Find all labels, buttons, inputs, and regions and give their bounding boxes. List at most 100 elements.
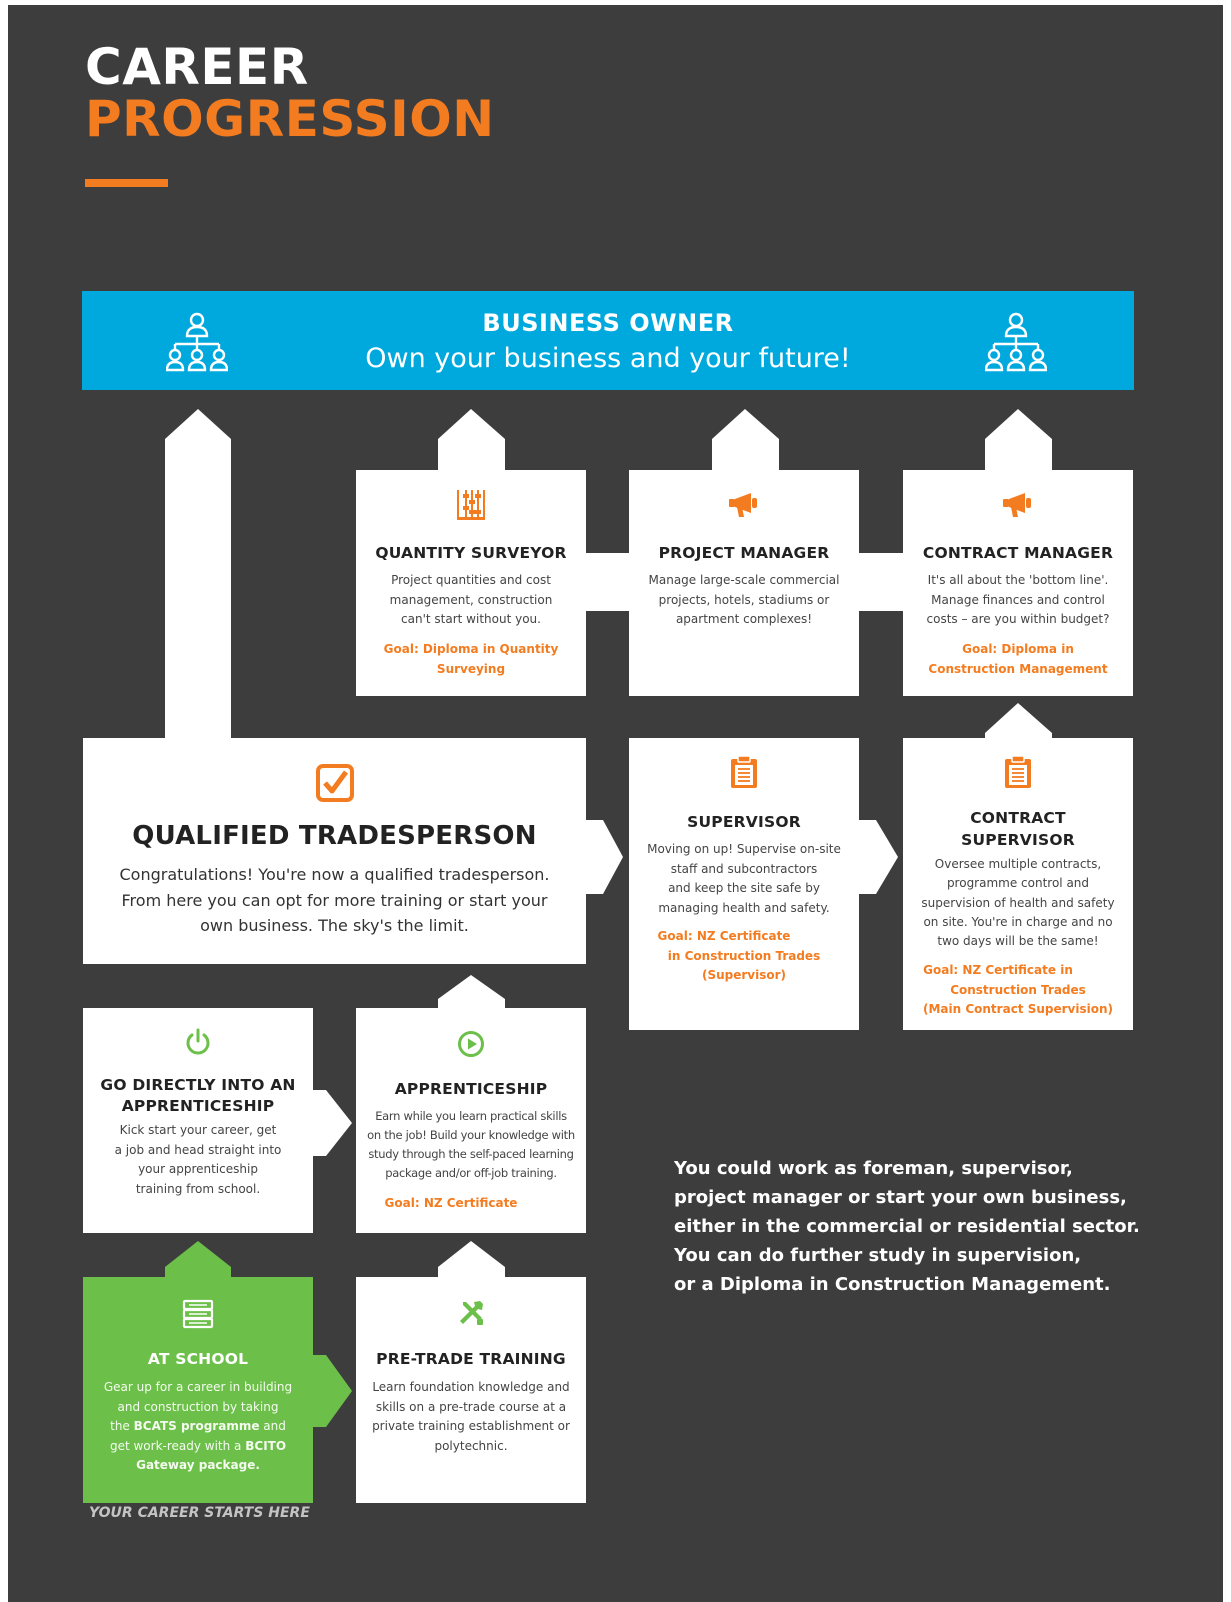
node-desc-line: a job and head straight into [114,1142,282,1157]
node-title: QUANTITY SURVEYOR [375,544,567,562]
business-owner-title: BUSINESS OWNER [482,309,734,337]
node-quantity-surveyor: QUANTITY SURVEYOR Project quantities and… [356,470,586,696]
node-desc-text: . [255,1458,260,1472]
node-title-line: GO DIRECTLY INTO AN [100,1076,296,1094]
node-supervisor: SUPERVISOR Moving on up! Supervise on-si… [629,738,859,1030]
node-desc-line: management, construction [389,592,553,607]
node-project-manager: PROJECT MANAGER Manage large-scale comme… [629,470,859,696]
node-desc-line: Earn while you learn practical skills [375,1109,567,1123]
business-owner-subtitle: Own your business and your future! [365,343,851,374]
page-title-line2: PROGRESSION [85,90,495,148]
power-icon [186,1028,210,1055]
connector-layer [165,409,1052,1427]
title-underline [85,179,168,187]
node-desc-line: training from school. [135,1181,261,1196]
bcats-programme-link[interactable]: BCATS programme [133,1419,260,1433]
node-desc-line: on site. You're in charge and no [923,914,1113,929]
arrow-up-cm-to-owner [985,409,1052,475]
side-note-line: or a Diploma in Construction Management. [674,1274,1111,1295]
node-desc-line: costs – are you within budget? [926,612,1110,626]
node-desc-line: can't start without you. [401,612,541,626]
node-title: QUALIFIED TRADESPERSON [132,821,537,851]
gateway-package-link[interactable]: Gateway package [136,1458,256,1472]
org-chart-icon [985,312,1047,372]
arrow-up-tradesperson-to-owner [165,409,231,745]
node-desc-line: Congratulations! You're now a qualified … [119,865,550,884]
node-desc-line: Manage large-scale commercial [648,573,840,587]
checkbox-icon [315,764,354,802]
node-go-directly-into-apprenticeship: GO DIRECTLY INTO AN APPRENTICESHIP Kick … [83,1008,313,1233]
link-qs-pm [583,553,638,611]
node-desc-line: package and/or off-job training. [385,1166,557,1180]
business-owner-banner: BUSINESS OWNER Own your business and you… [82,291,1134,390]
arrow-up-pm-to-owner [712,409,779,475]
node-desc-line: Manage finances and control [931,592,1105,607]
node-goal-line: Surveying [436,661,506,676]
side-note-line: project manager or start your own busine… [674,1187,1127,1208]
clipboard-icon [1005,755,1031,788]
arrow-right-tradesperson-to-supervisor [586,820,623,894]
node-desc-line: Oversee multiple contracts, [934,857,1102,871]
megaphone-icon [729,493,757,517]
node-goal-line: Goal: NZ Certificate [384,1196,518,1210]
node-desc-text: get work-ready with a [109,1438,246,1453]
arrow-right-school-to-pretrade [308,1355,352,1427]
node-goal-line: Construction Management [928,661,1108,676]
node-desc-line: Kick start your career, get [119,1123,277,1137]
node-desc-text: and [259,1419,286,1433]
side-note-line: You can do further study in supervision, [674,1245,1082,1266]
node-qualified-tradesperson: QUALIFIED TRADESPERSON Congratulations! … [83,738,586,964]
tools-icon [460,1301,483,1325]
bcito-text: BCITO [245,1438,287,1453]
side-note-line: You could work as foreman, supervisor, [674,1158,1073,1179]
clipboard-icon [731,755,757,788]
node-goal-line: (Supervisor) [701,968,787,982]
node-desc-line: polytechnic. [434,1438,508,1453]
node-apprenticeship: APPRENTICESHIP Earn while you learn prac… [356,1008,586,1233]
node-at-school: AT SCHOOL Gear up for a career in buildi… [83,1277,313,1503]
node-goal-line: in Construction Trades [667,948,821,963]
arrow-up-apprenticeship-to-tradesperson [438,975,505,1013]
node-title-line: CONTRACT [970,809,1066,827]
node-desc-line: skills on a pre-trade course at a [375,1399,567,1414]
node-goal-line: Construction Trades [950,982,1086,997]
node-title: APPRENTICESHIP [394,1080,548,1098]
node-desc-text: the [110,1419,134,1433]
node-desc-line: projects, hotels, stadiums or [658,592,830,607]
node-desc-line: own business. The sky's the limit. [200,916,469,935]
arrow-up-school-to-go-directly [165,1241,231,1281]
books-icon [182,1299,214,1329]
link-pm-cm [856,553,911,611]
node-desc-line: two days will be the same! [937,934,1099,949]
node-title-line: SUPERVISOR [961,831,1075,849]
abacus-icon [457,490,485,520]
node-desc-line: Project quantities and cost [391,573,551,587]
arrow-up-qs-to-owner [438,409,505,475]
node-desc-line: study through the self-paced learning [368,1147,574,1161]
arrow-up-pretrade-to-apprenticeship [438,1241,505,1281]
node-desc-line: Moving on up! Supervise on-site [647,842,841,856]
megaphone-icon [1003,493,1031,517]
node-title: AT SCHOOL [147,1350,249,1368]
node-desc-line: From here you can opt for more training … [121,890,548,910]
node-desc-line: staff and subcontractors [670,861,818,876]
node-desc-line: your apprenticeship [138,1162,258,1176]
node-desc-line: and keep the site safe by [668,881,820,895]
node-contract-manager: CONTRACT MANAGER It's all about the 'bot… [903,470,1133,696]
infographic-canvas: CAREER PROGRESSION [8,5,1223,1602]
arrow-up-cs-to-cm [985,703,1052,745]
arrow-right-supervisor-to-cs [858,820,898,894]
node-desc-line: managing health and safety. [658,900,830,915]
play-icon [458,1031,484,1057]
node-desc-line: programme control and [946,876,1090,891]
node-title: PRE-TRADE TRAINING [376,1350,566,1368]
org-chart-icon [166,312,228,372]
node-desc-line: Gear up for a career in building [103,1380,293,1394]
career-starts-caption: YOUR CAREER STARTS HERE [89,1505,310,1521]
node-goal-line: (Main Contract Supervision) [922,1002,1114,1016]
node-desc-line: and construction by taking [117,1399,279,1414]
node-contract-supervisor: CONTRACT SUPERVISOR Oversee multiple con… [903,738,1133,1030]
node-desc-line: Learn foundation knowledge and [372,1380,570,1394]
side-note-line: either in the commercial or residential … [674,1216,1140,1237]
node-title: CONTRACT MANAGER [922,544,1114,562]
